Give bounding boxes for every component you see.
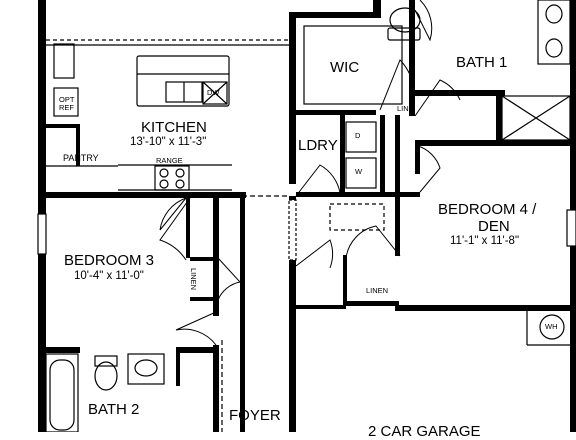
wall-bedroom3-bath2: [38, 347, 80, 353]
wall-linen-hall-bottom: [343, 301, 399, 306]
window-garage: [288, 199, 297, 261]
label-pantry: PANTRY: [63, 153, 99, 163]
wall-pantry-right: [76, 124, 80, 166]
opt-ref: [53, 87, 79, 117]
wall-linen-left: [186, 196, 190, 258]
label-wh: WH: [545, 322, 558, 331]
wall-linen-hall-left: [343, 255, 347, 305]
door-bath1: [414, 79, 461, 117]
room-dims-bedroom4: 11'-1" x 11'-8": [450, 235, 520, 247]
wall-bedroom3-right: [213, 196, 219, 316]
wall-bath2-right: [176, 350, 180, 386]
wall-wic-bottom: [296, 110, 376, 115]
room-label-bath2: BATH 2: [88, 401, 140, 418]
wall-bath1-left-upper: [409, 0, 415, 12]
room-label-wic: WIC: [330, 59, 360, 76]
wall-bath2-top-right: [176, 347, 216, 353]
label-dryer: D: [355, 131, 361, 140]
door-bath2: [175, 311, 217, 346]
bath1-shower: [501, 95, 571, 141]
door-swings: [159, 0, 461, 346]
wall-kitchen-bedroom3: [38, 192, 223, 198]
attic-access: [329, 203, 385, 231]
dryer: [345, 121, 377, 153]
room-label-foyer: FOYER: [229, 407, 281, 424]
bath2-toilet: [94, 361, 118, 391]
door-bedroom3: [159, 197, 187, 231]
wall-ldry-right: [380, 115, 385, 193]
wall-wic-right: [409, 12, 415, 116]
wall-hall-right: [240, 196, 245, 432]
water-heater: [539, 314, 565, 340]
door-wic: [379, 59, 415, 113]
door-bath1-top: [414, 0, 433, 42]
door-garage: [295, 239, 334, 269]
wall-linen-b3-bottom: [190, 297, 218, 301]
window-bedroom4: [566, 209, 576, 247]
washer: [345, 157, 377, 189]
label-range: RANGE: [156, 156, 183, 165]
room-label-kitchen: KITCHEN: [141, 119, 207, 136]
label-linen-b3: LINEN: [189, 268, 198, 291]
room-label-bath1: BATH 1: [456, 54, 508, 71]
door-linen-b3: [217, 257, 241, 301]
door-ldry: [295, 164, 341, 197]
room-dims-kitchen: 13'-10" x 11'-3": [130, 136, 207, 148]
wall-bath1-bottom: [415, 90, 505, 96]
label-linen-hall: LINEN: [366, 286, 389, 295]
dishwasher: [202, 81, 228, 105]
range: [154, 165, 190, 191]
wall-garage-top: [296, 305, 346, 309]
wall-ldry-bottom: [296, 192, 420, 197]
room-label-den: DEN: [478, 218, 510, 235]
wall-garage-left: [289, 196, 296, 432]
wall-linen-b3-top: [190, 257, 218, 261]
wall-bedroom4-bottom: [395, 305, 570, 311]
room-label-ldry: LDRY: [298, 137, 338, 154]
wic-shelf: [303, 25, 403, 105]
kitchen-island: [136, 55, 230, 107]
label-washer: W: [355, 167, 363, 176]
label-ref: REF: [59, 103, 74, 112]
bath2-vanity: [127, 353, 165, 385]
door-bedroom4: [417, 145, 441, 193]
door-linen-hall: [345, 225, 401, 259]
label-opt: OPT: [59, 95, 75, 104]
wall-ldry-closet: [395, 115, 400, 193]
wall-pantry-top: [44, 124, 78, 128]
bath2-tub: [45, 353, 79, 432]
room-dims-bedroom3: 10'-4" x 11'-0": [74, 270, 144, 282]
wall-bedroom3-right-lower: [213, 345, 219, 432]
bath1-vanity: [537, 0, 571, 65]
wall-top-horizontal: [373, 0, 381, 18]
room-label-bedroom3: BEDROOM 3: [64, 252, 155, 269]
wall-ldry-left: [340, 115, 345, 193]
wall-hall-segment: [222, 192, 246, 198]
wall-bedroom4-left: [415, 144, 420, 174]
fixtures: [37, 0, 576, 432]
upper-pantry: [53, 43, 75, 79]
wall-bedroom4-left-lower: [395, 196, 400, 256]
wall-wic-left: [289, 12, 296, 184]
door-bedroom3-top: [159, 197, 191, 261]
wall-bath1-inner: [496, 94, 502, 144]
window-bedroom3: [37, 213, 47, 255]
room-label-bedroom4: BEDROOM 4 /: [438, 201, 537, 218]
wall-wic-top: [289, 12, 379, 18]
label-lin: LIN.: [397, 104, 411, 113]
label-dw: DW: [207, 88, 220, 97]
wall-bath1-shower-bottom: [415, 140, 576, 146]
